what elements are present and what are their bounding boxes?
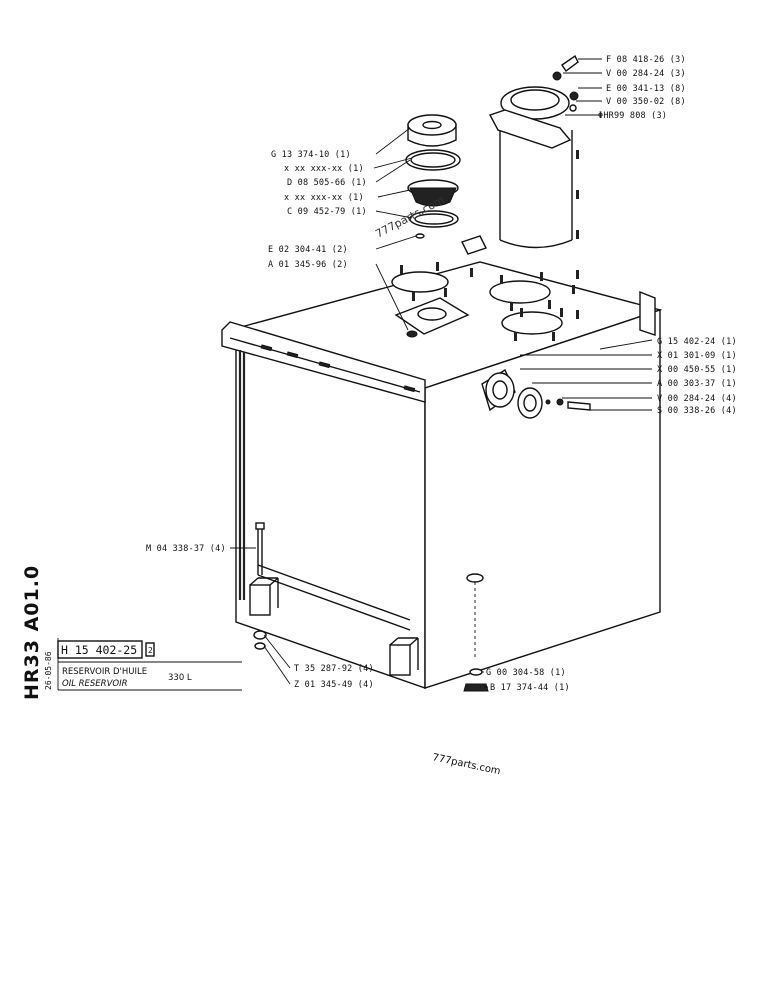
label-tl-6: A 01 345-96 (2) (268, 260, 348, 270)
label-tr-0: F 08 418-26 (3) (606, 55, 686, 65)
drain-plug (463, 573, 489, 692)
label-br-0: G 00 304-58 (1) (486, 668, 566, 678)
part-number: H 15 402-25 (61, 643, 137, 657)
label-tl-4: C 09 452-79 (1) (287, 207, 367, 217)
oil-tank (221, 235, 663, 689)
label-r-0: G 15 402-24 (1) (657, 337, 737, 347)
label-tl-3: x xx xxx-xx (1) (284, 193, 364, 203)
label-tr-1: V 00 284-24 (3) (606, 69, 686, 79)
part-labels-top-left: G 13 374-10 (1) x xx xxx-xx (1) D 08 505… (268, 150, 367, 270)
label-tr-3: V 00 350-02 (8) (606, 97, 686, 107)
label-bl-1: Z 01 345-49 (4) (294, 680, 374, 690)
sheet-mark: 2 (148, 646, 153, 655)
part-labels-top-right: F 08 418-26 (3) V 00 284-24 (3) E 00 341… (598, 55, 686, 121)
label-tl-0: G 13 374-10 (1) (271, 150, 351, 160)
title-en: OIL RESERVOIR (62, 679, 128, 689)
label-r-2: X 00 450-55 (1) (657, 365, 737, 375)
series-code: HR33 A01.0 (21, 565, 43, 700)
label-r-5: S 00 338-26 (4) (657, 406, 737, 416)
part-labels-bottom-right: G 00 304-58 (1) B 17 374-44 (1) (486, 668, 570, 693)
part-labels-right: G 15 402-24 (1) X 01 301-09 (1) X 00 450… (657, 337, 737, 416)
label-bl-0: T 35 287-92 (4) (294, 664, 374, 674)
label-br-1: B 17 374-44 (1) (490, 683, 570, 693)
label-r-1: X 01 301-09 (1) (657, 351, 737, 361)
label-l-0: M 04 338-37 (4) (146, 544, 226, 554)
watermark-bottom: 777parts.com (431, 752, 501, 777)
label-tr-2: E 00 341-13 (8) (606, 84, 686, 94)
title-fr: RESERVOIR D'HUILE (62, 667, 147, 677)
capacity: 330 L (168, 673, 192, 683)
label-tl-5: E 02 304-41 (2) (268, 245, 348, 255)
label-tr-4: ΦHR99 808 (3) (598, 111, 667, 121)
date-code: 26-05-86 (44, 651, 53, 690)
title-block: HR33 A01.0 26-05-86 H 15 402-25 2 RESERV… (21, 565, 242, 700)
cover-plate (394, 297, 470, 338)
label-r-3: A 00 303-37 (1) (657, 379, 737, 389)
return-filter (488, 54, 579, 319)
part-labels-left: M 04 338-37 (4) (146, 544, 226, 554)
label-tl-1: x xx xxx-xx (1) (284, 164, 364, 174)
leader-lines (230, 58, 653, 688)
label-tl-2: D 08 505-66 (1) (287, 178, 367, 188)
tank-feet (249, 522, 419, 676)
watermark-top: 777parts.com (373, 193, 446, 240)
label-r-4: V 00 284-24 (4) (657, 394, 737, 404)
breather-stack (405, 114, 461, 239)
tank-top-openings (391, 262, 575, 341)
part-labels-bottom-left: T 35 287-92 (4) Z 01 345-49 (4) (294, 664, 374, 690)
side-port (481, 368, 591, 419)
